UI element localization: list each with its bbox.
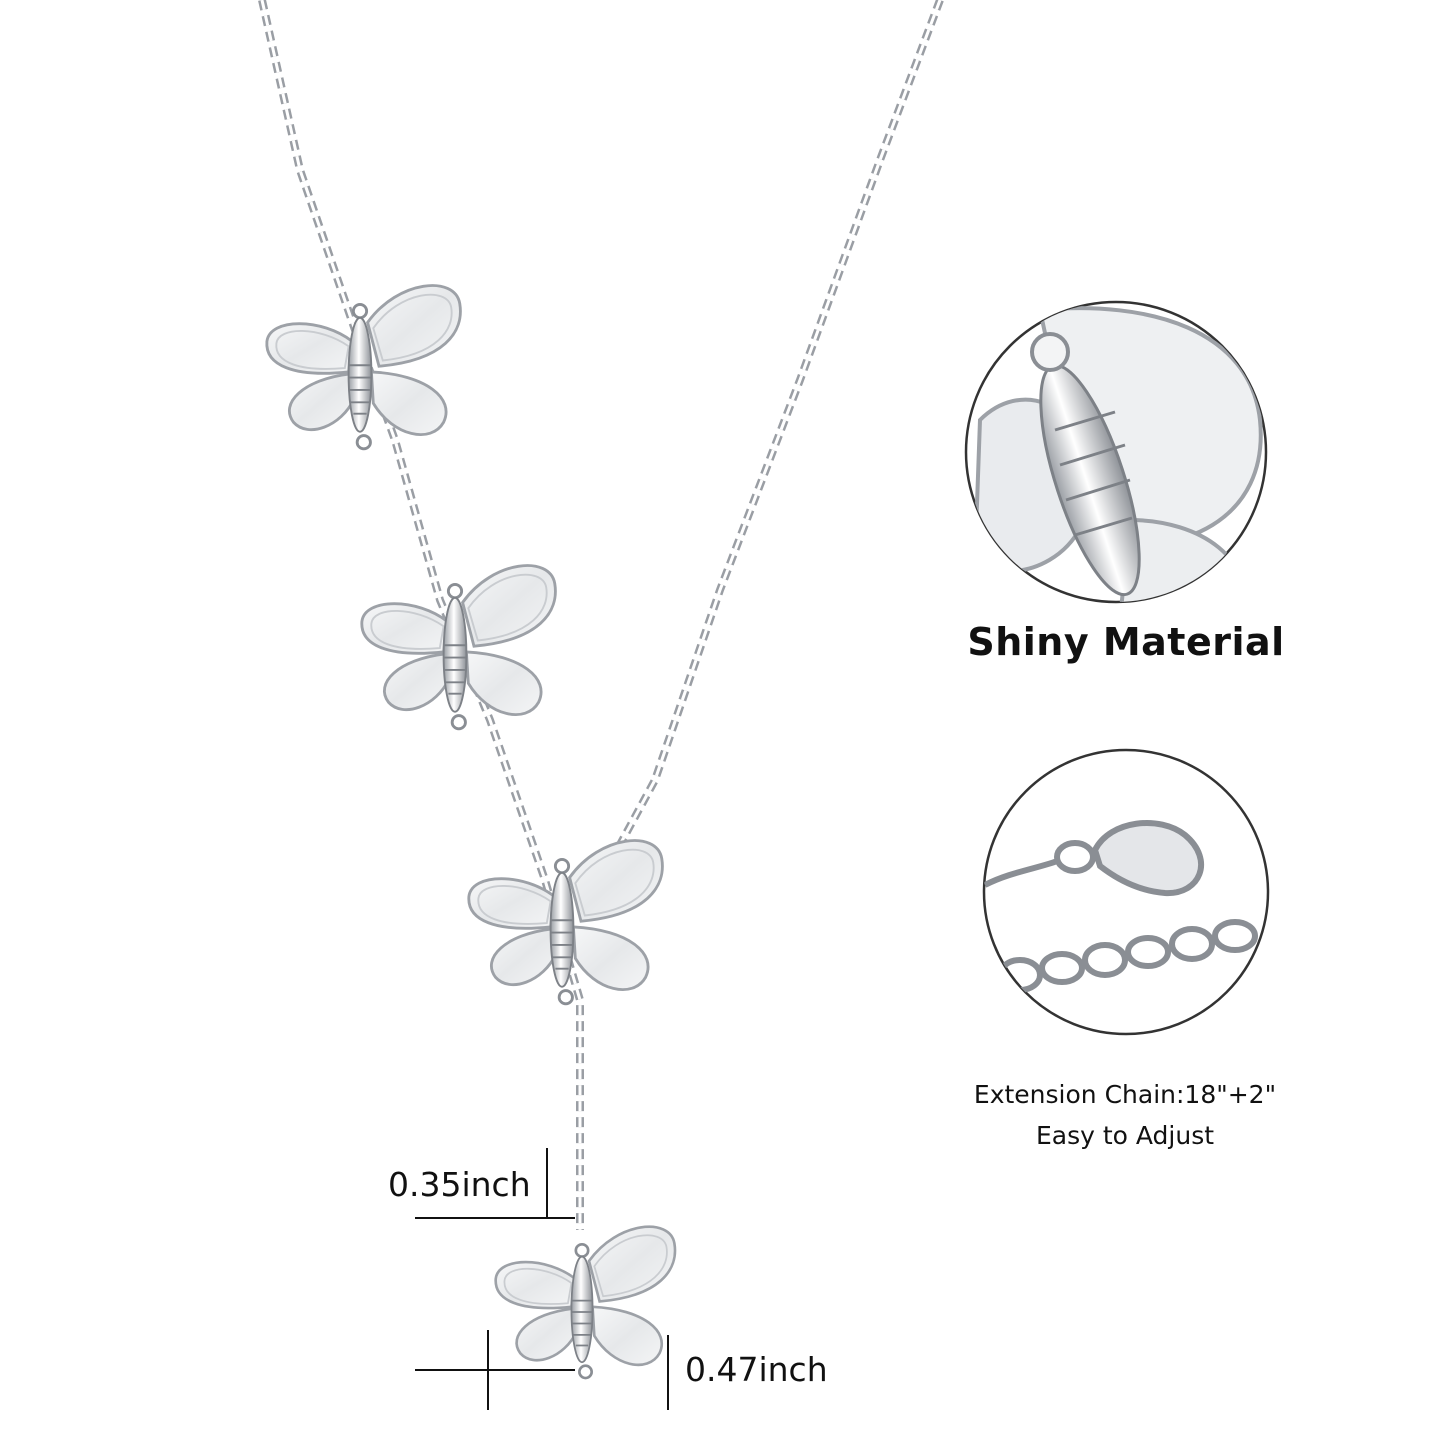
height-dimension-label: 0.47inch	[685, 1350, 828, 1389]
detail-circle-material	[964, 300, 1268, 604]
butterfly-charm-2	[360, 564, 557, 731]
width-dimension-line	[415, 1148, 575, 1410]
easy-adjust-text: Easy to Adjust	[1035, 1121, 1215, 1150]
detail-circle-clasp	[982, 748, 1270, 1036]
butterfly-charm-3	[467, 839, 664, 1006]
material-title: Shiny Material	[967, 620, 1285, 664]
extension-chain-text: Extension Chain:18"+2"	[973, 1080, 1277, 1109]
width-dimension-label: 0.35inch	[388, 1165, 531, 1204]
butterfly-charm-4	[494, 1225, 677, 1380]
butterfly-charm-1	[265, 284, 462, 451]
